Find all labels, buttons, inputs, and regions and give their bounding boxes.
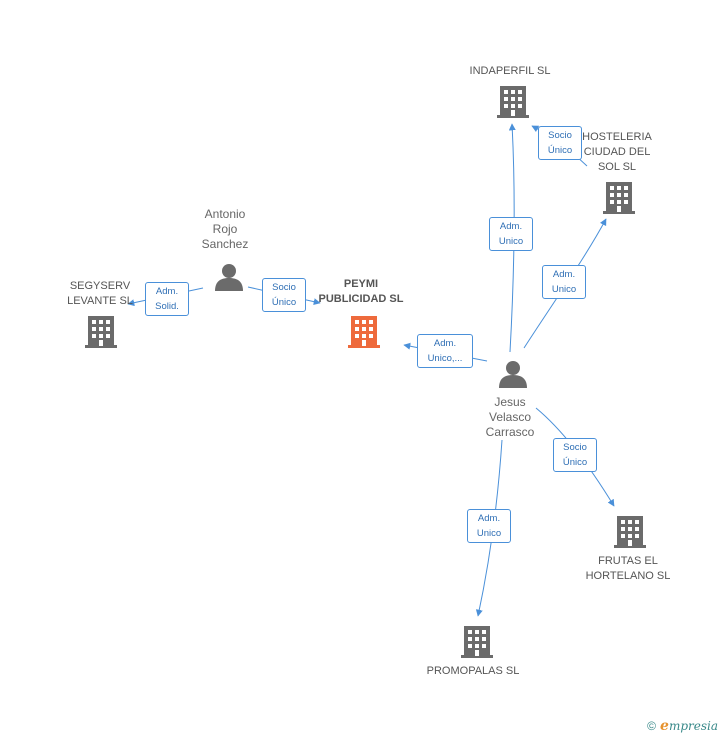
footer-brand: © empresia [647,718,718,734]
person-icon-antonio[interactable] [215,264,243,291]
edge-label-jesus-promopalas: Adm. Unico [467,509,511,543]
node-label-jesus[interactable]: Jesus Velasco Carrasco [485,395,535,439]
node-label-segyserv[interactable]: SEGYSERV LEVANTE SL [67,280,133,307]
brand-logo[interactable]: empresia [660,718,718,734]
node-label-indaperfil[interactable]: INDAPERFIL SL [469,65,551,77]
building-icon-frutas[interactable] [614,516,646,548]
edge-label-antonio-peymi: Socio Único [262,278,306,312]
person-icon-jesus[interactable] [499,361,527,388]
edge-label-jesus-hosteleria: Adm. Unico [542,265,586,299]
edge-label-antonio-segyserv: Adm. Solid. [145,282,189,316]
edge-label-jesus-peymi: Adm. Unico,... [417,334,473,368]
copyright-icon: © [647,719,657,733]
edge-label-hosteleria-indaperfil: Socio Único [538,126,582,160]
node-label-antonio[interactable]: Antonio Rojo Sanchez [201,207,249,251]
node-label-promopalas[interactable]: PROMOPALAS SL [426,665,520,677]
node-label-hosteleria[interactable]: HOSTELERIA CIUDAD DEL SOL SL [582,131,652,173]
building-icon-peymi[interactable] [348,316,380,348]
edge-label-jesus-frutas: Socio Único [553,438,597,472]
node-label-peymi[interactable]: PEYMI PUBLICIDAD SL [318,278,404,305]
edge-label-jesus-indaperfil: Adm. Unico [489,217,533,251]
building-icon-hosteleria[interactable] [603,182,635,214]
building-icon-segyserv[interactable] [85,316,117,348]
building-icon-promopalas[interactable] [461,626,493,658]
building-icon-indaperfil[interactable] [497,86,529,118]
node-label-frutas[interactable]: FRUTAS EL HORTELANO SL [585,555,671,582]
